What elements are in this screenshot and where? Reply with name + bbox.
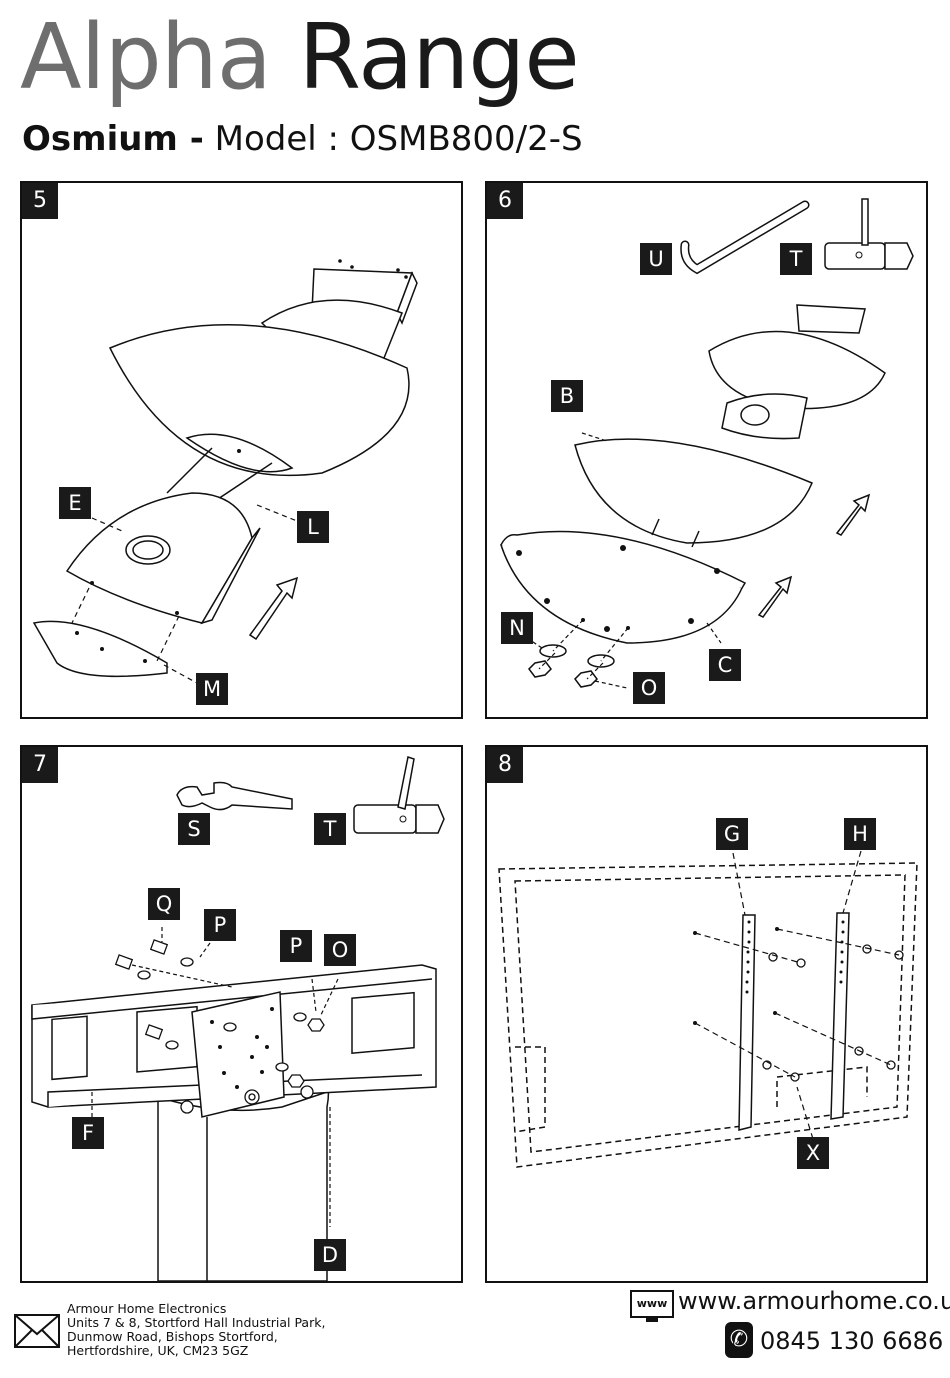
step-7-illustration xyxy=(31,756,445,1281)
part-label-m: M xyxy=(196,673,228,705)
model-number: Model : OSMB800/2-S xyxy=(214,119,583,159)
part-label-d: D xyxy=(314,1239,346,1271)
page-title: Alpha Range xyxy=(20,5,580,110)
phone-number[interactable]: 0845 130 6686 xyxy=(760,1327,944,1355)
part-label-g: G xyxy=(716,818,748,850)
part-label-p-left: P xyxy=(204,909,236,941)
website-link[interactable]: www.armourhome.co.uk xyxy=(678,1287,950,1315)
step-6-illustration xyxy=(500,198,914,689)
part-label-b: B xyxy=(551,380,583,412)
address-line: Hertfordshire, UK, CM23 5GZ xyxy=(67,1343,249,1358)
title-alpha: Alpha xyxy=(20,5,272,110)
monitor-stand-icon xyxy=(646,1316,658,1322)
title-range: Range xyxy=(298,5,580,110)
part-label-c: C xyxy=(709,649,741,681)
step-7-panel: 7 S T Q P P O F D xyxy=(20,745,463,1283)
address-line: Armour Home Electronics xyxy=(67,1301,227,1316)
part-label-h: H xyxy=(844,818,876,850)
product-name: Osmium - xyxy=(22,119,204,159)
part-label-q: Q xyxy=(148,888,180,920)
step-8-panel: 8 G H X xyxy=(485,745,928,1283)
part-label-f: F xyxy=(72,1117,104,1149)
part-label-x: X xyxy=(797,1137,829,1169)
step-5-illustration xyxy=(32,259,418,684)
part-label-t: T xyxy=(314,813,346,845)
part-label-u: U xyxy=(640,243,672,275)
step-number: 6 xyxy=(487,183,523,219)
step-number: 7 xyxy=(22,747,58,783)
step-number: 5 xyxy=(22,183,58,219)
company-address: Armour Home Electronics Units 7 & 8, Sto… xyxy=(67,1302,325,1358)
part-label-n: N xyxy=(501,612,533,644)
page-subtitle: Osmium - Model : OSMB800/2-S xyxy=(22,118,583,160)
part-label-s: S xyxy=(178,813,210,845)
monitor-www-icon: www xyxy=(630,1290,674,1318)
step-number: 8 xyxy=(487,747,523,783)
envelope-icon xyxy=(14,1314,60,1348)
step-8-illustration xyxy=(498,850,918,1168)
step-5-panel: 5 E L M xyxy=(20,181,463,719)
part-label-e: E xyxy=(59,487,91,519)
address-line: Units 7 & 8, Stortford Hall Industrial P… xyxy=(67,1315,326,1330)
part-label-o: O xyxy=(633,672,665,704)
part-label-o: O xyxy=(324,934,356,966)
part-label-p-right: P xyxy=(280,930,312,962)
address-line: Dunmow Road, Bishops Stortford, xyxy=(67,1329,278,1344)
part-label-t: T xyxy=(780,243,812,275)
step-6-panel: 6 U T B N C O xyxy=(485,181,928,719)
part-label-l: L xyxy=(297,511,329,543)
phone-icon: ✆ xyxy=(725,1322,753,1358)
